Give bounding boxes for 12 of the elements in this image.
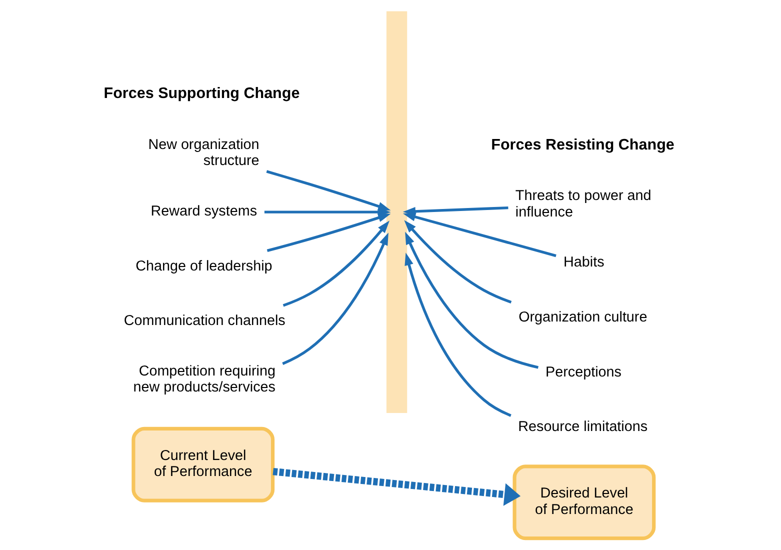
node-text: Habits bbox=[564, 254, 604, 271]
label: Forces Supporting Change bbox=[104, 85, 300, 102]
node-text: Reward systems bbox=[150, 204, 258, 220]
node-text: Organization culture bbox=[518, 310, 648, 326]
node-text: New organization structure bbox=[148, 136, 260, 170]
node-text: Threats to power and influence bbox=[515, 188, 652, 220]
label: Forces Resisting Change bbox=[491, 136, 674, 154]
node-text: Communication channels bbox=[124, 313, 286, 330]
node-text: Competition requiring new products/services bbox=[133, 363, 276, 396]
node-text: Change of leadership bbox=[136, 258, 272, 274]
node-text: Resource limitations bbox=[518, 419, 648, 436]
node-text: Perceptions bbox=[546, 364, 622, 380]
